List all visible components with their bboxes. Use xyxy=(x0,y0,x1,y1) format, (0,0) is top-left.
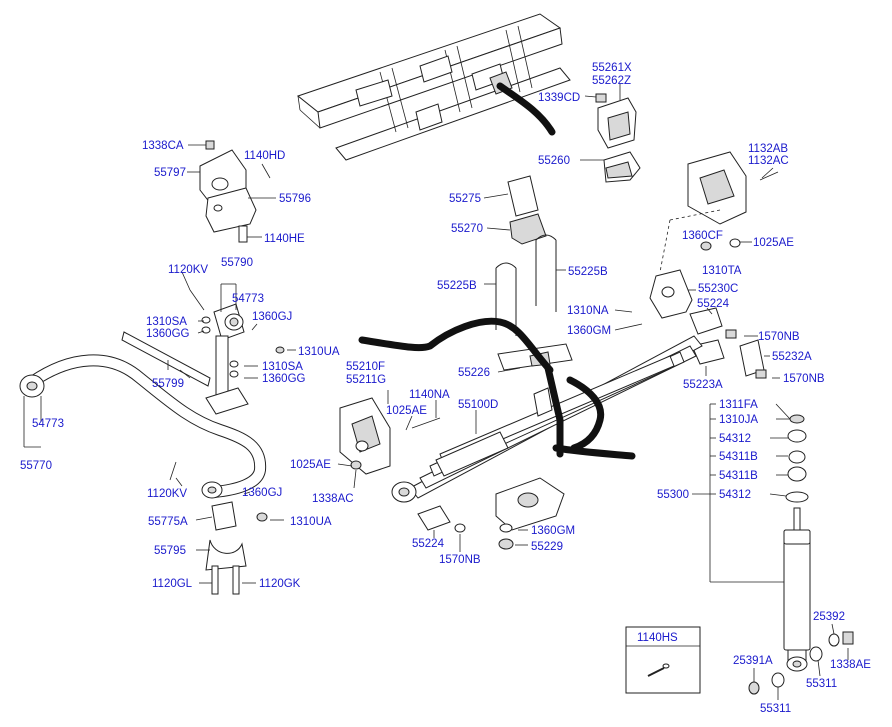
label-55210f: 55210F xyxy=(346,361,385,373)
label-55230c: 55230C xyxy=(698,283,738,295)
label-1310sa-top: 1310SA xyxy=(146,316,187,328)
label-1310sa-bottom: 1310SA xyxy=(262,361,303,373)
spring-hanger-front xyxy=(595,84,641,183)
label-55211g: 55211G xyxy=(346,374,386,386)
stabilizer-bar xyxy=(19,331,267,499)
bushing-55224 xyxy=(417,505,466,533)
label-25392: 25392 xyxy=(813,611,845,623)
label-1140hd: 1140HD xyxy=(244,150,285,162)
spring-hanger-55210f xyxy=(339,397,441,475)
stabilizer-link xyxy=(189,289,285,415)
label-55261x: 55261X xyxy=(592,62,632,74)
label-1570nb-right2: 1570NB xyxy=(783,373,825,385)
label-1310ta: 1310TA xyxy=(702,265,742,277)
label-54773-top: 54773 xyxy=(232,293,264,305)
u-bolts xyxy=(495,234,557,336)
label-1025ae-left: 1025AE xyxy=(290,459,331,471)
label-55795: 55795 xyxy=(154,545,186,557)
label-1338ca: 1338CA xyxy=(142,140,184,152)
label-55796: 55796 xyxy=(279,193,311,205)
label-55300: 55300 xyxy=(657,489,689,501)
label-54311b-2: 54311B xyxy=(719,470,758,482)
label-55262z: 55262Z xyxy=(592,75,631,87)
label-55232a: 55232A xyxy=(772,351,812,363)
label-25391a: 25391A xyxy=(733,655,773,667)
label-1310ja: 1310JA xyxy=(719,414,758,426)
label-1360gg-top: 1360GG xyxy=(146,328,190,340)
label-1338ae: 1338AE xyxy=(830,659,871,671)
label-55311-bottom: 55311 xyxy=(760,703,791,715)
part-labels: 55261X 55262Z 1339CD 55260 1338CA 1140HD… xyxy=(20,62,871,715)
spring-pad xyxy=(495,477,565,550)
label-54311b-1: 54311B xyxy=(719,451,758,463)
label-55100d: 55100D xyxy=(458,399,498,411)
label-1140he: 1140HE xyxy=(264,233,305,245)
label-1360gm-bottom: 1360GM xyxy=(531,525,575,537)
label-54773-left: 54773 xyxy=(32,418,64,430)
label-55770: 55770 xyxy=(20,460,52,472)
label-1310na: 1310NA xyxy=(567,305,609,317)
label-1360gj-top: 1360GJ xyxy=(252,311,292,323)
inset-box-1140hs xyxy=(625,626,701,694)
label-1310ua-top: 1310UA xyxy=(298,346,340,358)
shock-absorber xyxy=(748,414,854,695)
chassis-frame xyxy=(296,13,571,161)
label-55225b-left: 55225B xyxy=(437,280,477,292)
spring-hanger-rear xyxy=(659,151,779,273)
label-55224-right: 55224 xyxy=(697,298,730,310)
label-55260: 55260 xyxy=(538,155,570,167)
shackle-55230c xyxy=(649,269,767,379)
label-1360cf: 1360CF xyxy=(682,230,723,242)
bracket-55796 xyxy=(199,140,271,243)
label-1360gg-bottom: 1360GG xyxy=(262,373,306,385)
label-1132ac: 1132AC xyxy=(748,155,789,167)
label-55790: 55790 xyxy=(221,257,253,269)
label-1140hs: 1140HS xyxy=(637,632,678,644)
leaf-spring xyxy=(391,335,703,503)
label-1360gm-top: 1360GM xyxy=(567,325,611,337)
label-54312-top: 54312 xyxy=(719,433,751,445)
label-55275: 55275 xyxy=(449,193,481,205)
label-54312-bottom: 54312 xyxy=(719,489,751,501)
label-55225b-right: 55225B xyxy=(568,266,608,278)
label-1140na: 1140NA xyxy=(409,389,450,401)
leader-lines xyxy=(23,95,849,700)
label-55270: 55270 xyxy=(451,223,483,235)
label-1339cd: 1339CD xyxy=(538,92,580,104)
label-1360gj-bottom: 1360GJ xyxy=(242,487,282,499)
label-1025ae-right: 1025AE xyxy=(753,237,794,249)
label-1311fa: 1311FA xyxy=(719,399,758,411)
label-55797: 55797 xyxy=(154,167,186,179)
label-1025ae-middle: 1025AE xyxy=(386,405,427,417)
label-1570nb-right1: 1570NB xyxy=(758,331,800,343)
label-1120gk: 1120GK xyxy=(259,578,301,590)
label-1120gl: 1120GL xyxy=(152,578,193,590)
label-55311-right: 55311 xyxy=(806,678,837,690)
label-1132ab: 1132AB xyxy=(748,143,788,155)
label-1120kv-top: 1120KV xyxy=(168,264,208,276)
label-1120kv-bottom: 1120KV xyxy=(147,488,187,500)
stabilizer-clamp xyxy=(205,501,268,595)
label-55229: 55229 xyxy=(531,541,563,553)
label-55224-bottom: 55224 xyxy=(412,538,445,550)
brake-lines xyxy=(358,317,636,460)
label-55223a: 55223A xyxy=(683,379,723,391)
label-1570nb-bottom: 1570NB xyxy=(439,554,481,566)
label-55775a: 55775A xyxy=(148,516,188,528)
label-1310ua-bottom: 1310UA xyxy=(290,516,332,528)
label-55799: 55799 xyxy=(152,378,184,390)
label-1338ac: 1338AC xyxy=(312,493,354,505)
bump-stopper xyxy=(507,175,547,245)
label-55226: 55226 xyxy=(458,367,490,379)
